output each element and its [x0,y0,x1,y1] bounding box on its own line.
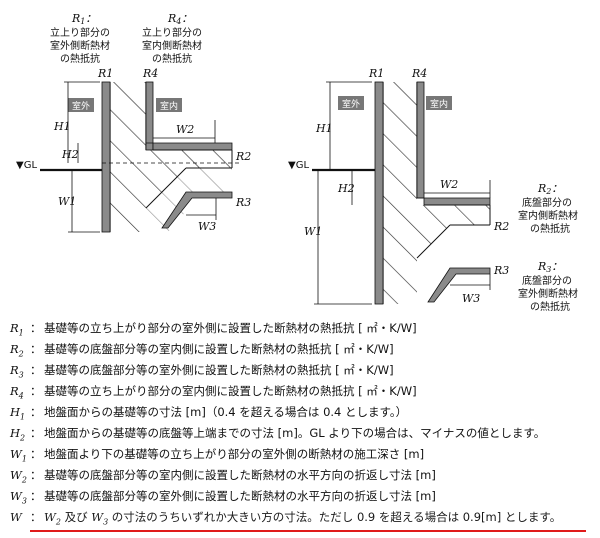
legend-row-r1: R1：基礎等の立ち上がり部分の室外側に設置した断熱材の熱抵抗 [ ㎡・K/W] [10,321,417,338]
legend-row-w1: W1：地盤面より下の基礎等の立ち上がり部分の室外側の断熱材の施工深さ [m] [10,447,425,464]
right-diagram: ▼GL 室外 室内 R1 R4 H1 H2 W1 W2 R2 R3 W3 R2： [288,67,578,313]
left-insulation-r4 [145,81,154,151]
svg-text:W1: W1 [304,225,322,238]
svg-text:室内側断熱材: 室内側断熱材 [518,209,578,222]
left-callout-r4: R4： 立上り部分の 室内側断熱材 の熱抵抗 [142,12,202,65]
svg-text:R4: R4 [142,67,158,80]
legend-row-r2: R2：基礎等の底盤部分等の室内側に設置した断熱材の熱抵抗 [ ㎡・K/W] [10,342,394,359]
svg-text:▼GL: ▼GL [288,160,309,171]
svg-text:R3: R3 [493,264,509,277]
svg-text:H1: H1 [315,122,333,135]
left-diagram: R1： 立上り部分の 室外側断熱材 の熱抵抗 R4： 立上り部分の 室内側断熱材… [16,12,251,233]
svg-text:W2: W2 [176,123,194,136]
foundation-insulation-diagrams: R1： 立上り部分の 室外側断熱材 の熱抵抗 R4： 立上り部分の 室内側断熱材… [16,12,578,313]
svg-text:室外: 室外 [72,100,90,112]
legend-row-r3: R3：基礎等の底盤部分等の室外側に設置した断熱材の熱抵抗 [ ㎡・K/W] [10,363,394,380]
svg-text:立上り部分の: 立上り部分の [142,26,202,39]
svg-text:室外側断熱材: 室外側断熱材 [518,287,578,300]
legend-row-w3: W3：基礎等の底盤部分等の室外側に設置した断熱材の水平方向の折返し寸法 [m] [10,489,436,506]
left-insulation-r3 [161,191,233,229]
svg-text:W3: W3 [462,292,480,305]
svg-text:の熱抵抗: の熱抵抗 [530,222,570,235]
svg-text:▼GL: ▼GL [16,160,37,171]
svg-text:室外: 室外 [342,98,360,110]
svg-text:W2: W2 [440,178,458,191]
svg-text:底盤部分の: 底盤部分の [522,196,572,209]
svg-text:H2: H2 [61,148,79,161]
svg-text:H1: H1 [53,120,71,133]
svg-text:W3: W3 [198,220,216,233]
svg-text:室内側断熱材: 室内側断熱材 [142,39,202,52]
right-insulation-r4 [416,81,425,199]
right-insulation-r3 [427,267,491,303]
svg-text:R1：: R1： [71,12,96,26]
legend-row-h1: H1：地盤面からの基礎等の寸法 [m]（0.4 を超える場合は 0.4 とします… [10,405,408,422]
svg-text:底盤部分の: 底盤部分の [522,274,572,287]
svg-text:の熱抵抗: の熱抵抗 [152,52,192,65]
svg-text:R1: R1 [368,67,384,80]
left-insulation-r1 [101,81,111,233]
right-callout-r3: R3： 底盤部分の 室外側断熱材 の熱抵抗 [518,260,578,313]
legend-row-w: W：W2 及び W3 の寸法のうちいずれか大きい方の寸法。ただし 0.9 を超え… [10,510,562,527]
svg-text:の熱抵抗: の熱抵抗 [60,52,100,65]
svg-text:W1: W1 [58,195,76,208]
svg-text:H2: H2 [337,182,355,195]
left-insulation-r2 [146,142,233,151]
svg-text:立上り部分の: 立上り部分の [50,26,110,39]
svg-text:R2: R2 [235,150,251,163]
svg-text:R2: R2 [493,220,509,233]
svg-text:室内: 室内 [430,98,448,110]
svg-text:室外側断熱材: 室外側断熱材 [50,39,110,52]
symbol-legend: R1：基礎等の立ち上がり部分の室外側に設置した断熱材の熱抵抗 [ ㎡・K/W] … [10,318,595,528]
legend-row-r4: R4：基礎等の立ち上がり部分の室内側に設置した断熱材の熱抵抗 [ ㎡・K/W] [10,384,417,401]
legend-row-w2: W2：基礎等の底盤部分等の室内側に設置した断熱材の水平方向の折返し寸法 [m] [10,468,436,485]
svg-text:R3: R3 [235,196,251,209]
svg-text:R4: R4 [411,67,427,80]
red-underline [30,530,586,532]
right-insulation-r2 [417,197,491,206]
right-callout-r2: R2： 底盤部分の 室内側断熱材 の熱抵抗 [518,182,578,235]
svg-text:R4：: R4： [167,12,192,26]
svg-text:R2：: R2： [537,182,562,196]
svg-text:室内: 室内 [160,100,178,112]
svg-text:の熱抵抗: の熱抵抗 [530,300,570,313]
legend-row-h2: H2：地盤面からの基礎等の底盤等上端までの寸法 [m]。GL より下の場合は、マ… [10,426,546,443]
left-callout-r1: R1： 立上り部分の 室外側断熱材 の熱抵抗 [50,12,110,65]
svg-text:R3：: R3： [537,260,562,274]
svg-text:R1: R1 [97,67,113,80]
right-insulation-r1 [374,81,384,305]
